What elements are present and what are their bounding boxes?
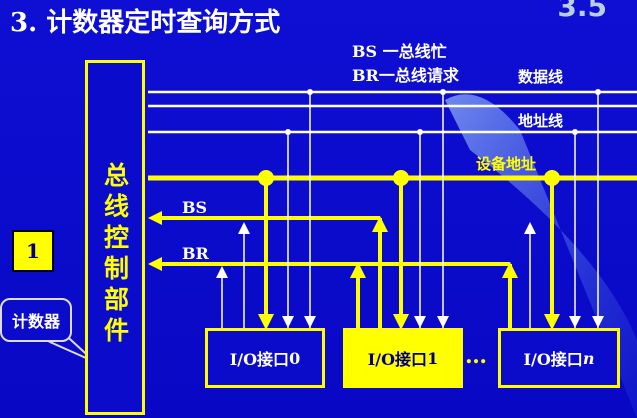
bus-controller-label: 总线控制部件 [100, 162, 130, 348]
bs-signal-label: BS [182, 198, 208, 217]
data-bus-label: 数据线 [518, 68, 564, 86]
io-interface-label: I/O接口 [523, 350, 583, 369]
address-bus-label: 地址线 [518, 112, 564, 130]
io-interface-index: 1 [427, 348, 439, 368]
counter-callout: 计数器 [0, 298, 72, 342]
bus-controller: 总线控制部件 [85, 60, 145, 415]
interface-ellipsis: … [465, 343, 487, 369]
interface-taps [221, 92, 599, 328]
io-interface-label: I/O接口 [367, 350, 428, 369]
br-signal-label: BR [182, 244, 209, 263]
io-interface-index: n [582, 348, 595, 368]
device-address-label: 设备地址 [476, 155, 537, 173]
legend-br: BR一总线请求 [352, 66, 459, 85]
counter-value: 1 [12, 230, 54, 272]
legend-bs: BS 一总线忙 [352, 42, 447, 61]
io-interface-index: 0 [289, 348, 301, 368]
io-interface-label: I/O接口 [229, 350, 290, 369]
page-title: 3. 计数器定时查询方式 [10, 8, 281, 38]
slide-number: 3.5 [557, 0, 607, 23]
